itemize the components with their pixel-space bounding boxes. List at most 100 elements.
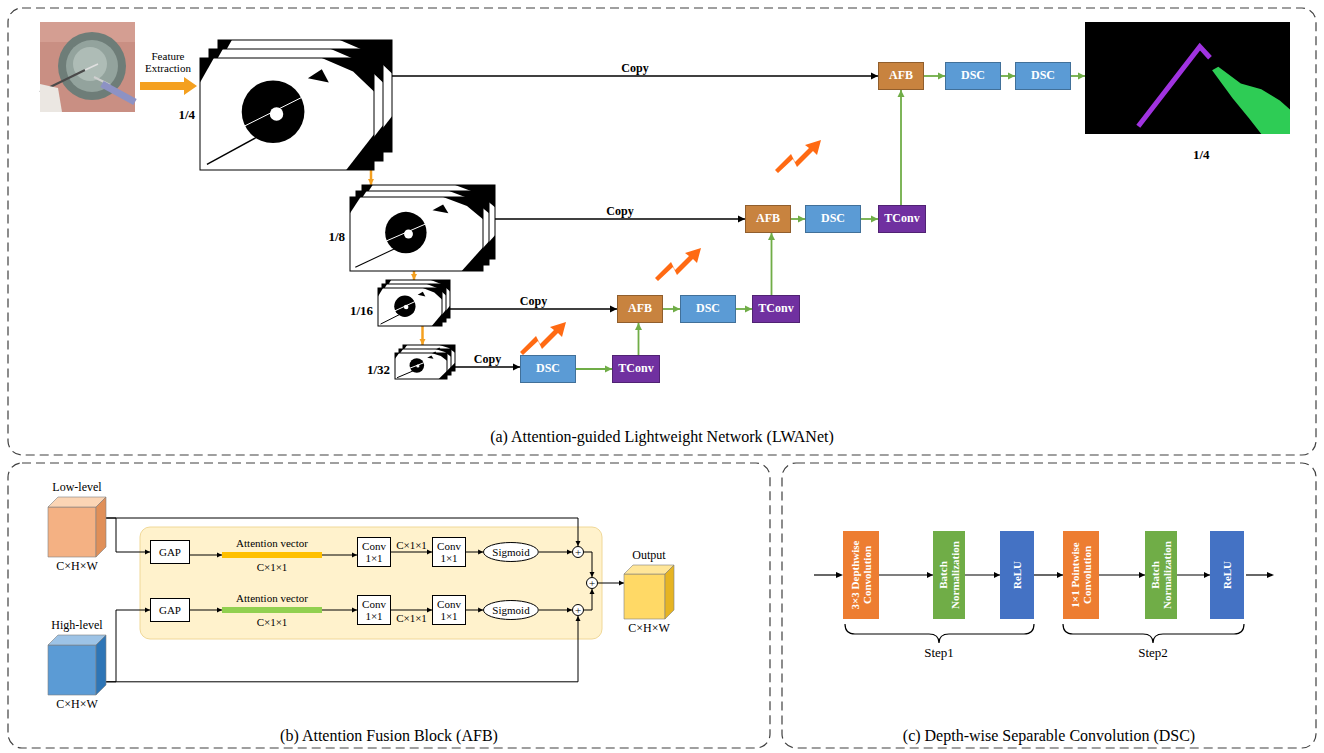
node-text: C×H×W	[628, 622, 670, 635]
connector	[879, 572, 933, 578]
fm-shape	[378, 280, 450, 326]
fm-shape	[200, 40, 392, 170]
depthwise-conv-box: 3×3 Depthwise Convolution	[843, 531, 879, 619]
feature-blob	[322, 58, 374, 92]
node-text: +	[589, 578, 595, 589]
edge-label: C×1×1	[396, 539, 427, 551]
dsc-block: DSC	[520, 355, 576, 383]
attention-vector: Attention vectorC×1×1	[222, 607, 322, 613]
feature-map-stack: 1/8	[350, 185, 495, 271]
arrowhead	[1008, 73, 1015, 80]
feature-blob	[432, 314, 442, 326]
node-text: DSC	[1031, 69, 1055, 82]
node-text: +	[575, 547, 581, 558]
arrowhead	[420, 339, 426, 345]
connector-line	[322, 555, 357, 556]
afb-block: AFB	[878, 62, 924, 90]
node-text: 1×1 Pointwise Convolution	[1069, 535, 1093, 615]
feature-map-stack: 1/32	[395, 345, 455, 379]
arrowhead	[567, 550, 572, 555]
output-arrow	[1246, 574, 1268, 575]
edge-label: Copy	[474, 353, 501, 366]
gap-box: GAP	[150, 598, 190, 622]
feature-edge	[242, 96, 305, 127]
connector	[663, 306, 680, 313]
conv-box: Conv 1×1	[357, 537, 391, 567]
feature-layer	[350, 197, 483, 271]
dsc-block: DSC	[1015, 62, 1071, 90]
connector	[861, 216, 878, 223]
arrowhead	[368, 179, 374, 185]
feature-extraction-arrow	[140, 77, 197, 95]
panel-caption: (a) Attention-guided Lightweight Network…	[8, 428, 1316, 446]
feature-map-stack: 1/16	[378, 280, 450, 326]
photo-eye	[66, 40, 118, 92]
feature-blob	[200, 58, 214, 83]
rotated-text: 3×3 Depthwise Convolution	[849, 535, 873, 615]
connector	[322, 608, 357, 613]
node-text: C×H×W	[56, 698, 98, 711]
node-text: 1/4	[178, 108, 195, 122]
cube-front	[48, 507, 96, 557]
node-text: C×1×1	[257, 616, 288, 628]
pointwise-conv-box: 1×1 Pointwise Convolution	[1063, 531, 1099, 619]
connector	[791, 216, 805, 223]
relu-box: ReLU	[1210, 531, 1244, 619]
connector	[1071, 73, 1085, 80]
connector	[965, 572, 1000, 578]
segmentation-output: 1/4	[1085, 22, 1290, 134]
conv-box: Conv 1×1	[357, 595, 391, 625]
connector	[576, 366, 612, 373]
step-brace	[1063, 624, 1244, 643]
dsc-block: DSC	[680, 295, 736, 323]
dsc-block: DSC	[805, 205, 861, 233]
feature-blob	[350, 197, 361, 213]
connector-line	[322, 610, 357, 611]
arrowhead	[836, 572, 843, 578]
connector	[322, 553, 357, 558]
edge-label: Copy	[606, 205, 633, 218]
node-text: 1/32	[367, 363, 390, 377]
edge-label: Copy	[621, 62, 648, 75]
feature-blob	[431, 353, 447, 361]
conv-box: Conv 1×1	[432, 537, 466, 567]
connector	[106, 616, 581, 682]
node-text: Conv 1×1	[433, 598, 465, 622]
node-text: High-level	[51, 619, 102, 632]
arrowhead	[411, 274, 417, 280]
cube-front	[624, 574, 665, 619]
feature-blob	[418, 292, 426, 297]
node-text: Attention vector	[236, 592, 308, 604]
arrowhead	[673, 306, 680, 313]
arrowhead	[576, 541, 581, 546]
tconv-block: TConv	[612, 355, 660, 383]
node-text: GAP	[159, 546, 181, 558]
rotated-text: ReLU	[1221, 535, 1233, 615]
step-label: Step2	[1113, 646, 1193, 660]
connector	[736, 306, 752, 313]
connector-line	[455, 366, 520, 367]
connector-line	[450, 308, 617, 309]
connector	[539, 608, 572, 613]
zigzag-arrow	[520, 322, 566, 355]
rotated-text: ReLU	[1011, 535, 1023, 615]
node-text: C×1×1	[257, 561, 288, 573]
arrowhead	[576, 616, 581, 621]
panel-caption: (b) Attention Fusion Block (AFB)	[8, 727, 770, 745]
connector-line	[771, 233, 773, 295]
tconv-block: TConv	[878, 205, 926, 233]
node-text: 1/8	[328, 230, 345, 244]
feature-cube: High-levelC×H×W	[48, 635, 106, 695]
cube-side	[96, 497, 106, 557]
rotated-text: Batch Normalization	[1149, 535, 1173, 615]
connector	[768, 233, 775, 295]
connector-line	[391, 552, 432, 553]
photo-instrument	[85, 64, 98, 70]
arrowhead	[635, 323, 642, 330]
feature-cube: Low-levelC×H×W	[48, 497, 106, 557]
arrowhead	[605, 366, 612, 373]
arrowhead	[590, 589, 595, 594]
cube-shape	[48, 635, 106, 695]
connector-line	[106, 610, 150, 682]
